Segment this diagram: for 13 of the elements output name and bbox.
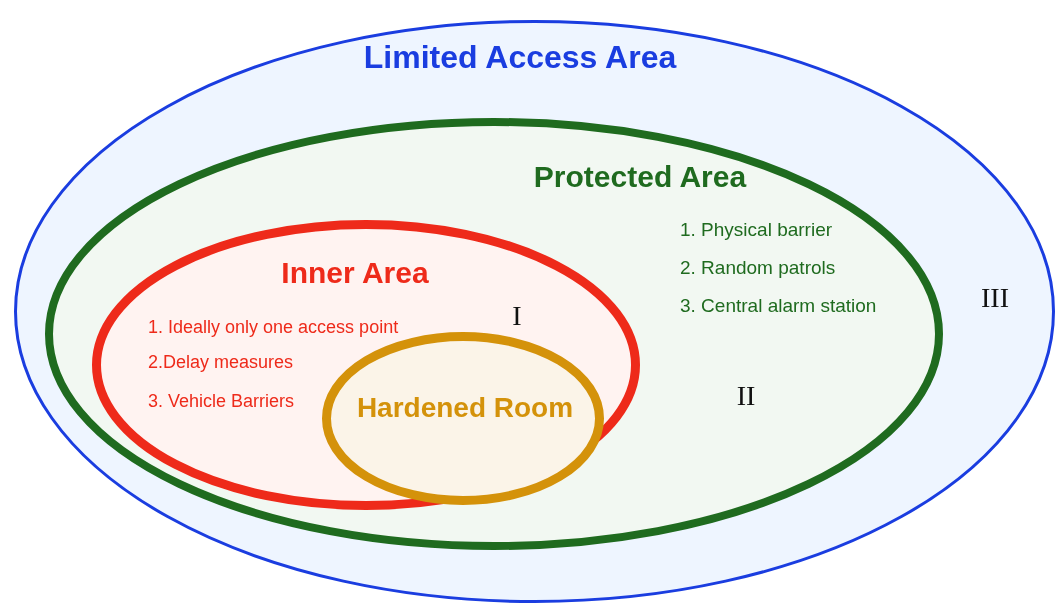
zone-numeral: II — [736, 380, 756, 412]
zone-numeral: III — [981, 282, 1009, 314]
zone-numeral: I — [512, 300, 522, 332]
list-item: 1. Physical barrier — [680, 219, 833, 241]
list-item: 3. Central alarm station — [680, 295, 877, 317]
zone-title: Inner Area — [281, 255, 429, 289]
zone-title: Limited Access Area — [363, 40, 677, 76]
list-item: 3. Vehicle Barriers — [148, 392, 295, 412]
list-item: 2. Random patrols — [680, 257, 836, 279]
zone-title: Protected Area — [533, 159, 747, 193]
list-item: 1. Ideally only one access point — [148, 318, 399, 338]
zone-title: Hardened Room — [356, 392, 574, 424]
list-item: 2.Delay measures — [148, 353, 294, 373]
